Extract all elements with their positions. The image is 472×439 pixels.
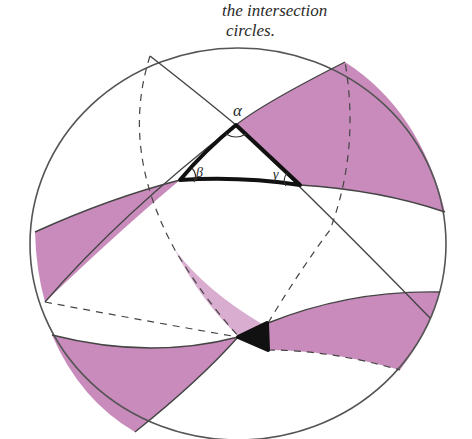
angle-label: α (233, 102, 242, 119)
note-text: the intersection (222, 2, 327, 19)
spherical-triangle (180, 125, 300, 350)
shaded-lunes (35, 62, 445, 432)
great-circles (35, 56, 445, 432)
angle-label: β (196, 166, 203, 180)
note-text: circles. (226, 22, 275, 39)
angle-label: γ (273, 168, 279, 182)
